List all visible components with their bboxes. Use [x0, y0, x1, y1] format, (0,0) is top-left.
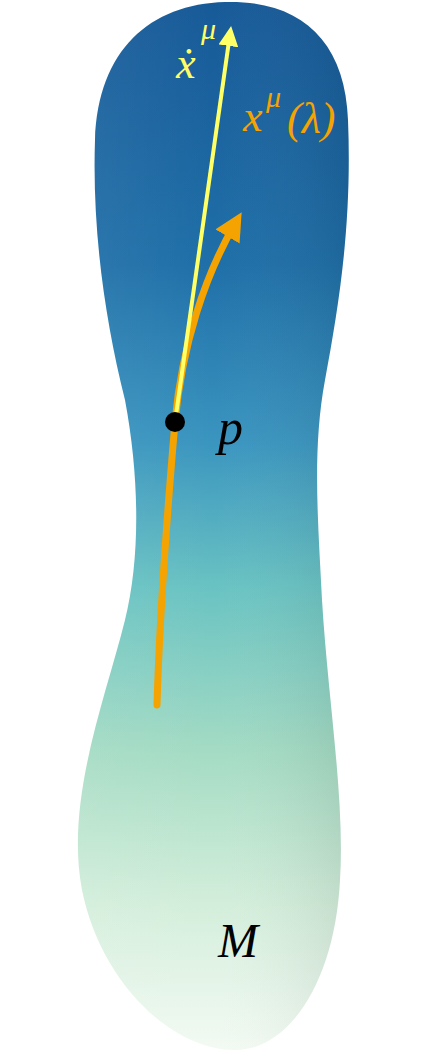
- manifold-shading: [78, 2, 349, 1050]
- manifold-label: M: [218, 917, 258, 965]
- tangent-vector: [175, 34, 230, 422]
- curve: [157, 222, 236, 705]
- curve-symbol: x: [243, 95, 263, 139]
- vector-symbol: ẋ: [176, 42, 196, 86]
- index-superscript: μ: [201, 14, 216, 44]
- index-superscript: μ: [266, 82, 281, 112]
- point-marker: [165, 412, 185, 432]
- manifold-surface: [78, 2, 349, 1050]
- curve-parameter: (λ): [287, 97, 335, 141]
- point-label: p: [218, 402, 243, 452]
